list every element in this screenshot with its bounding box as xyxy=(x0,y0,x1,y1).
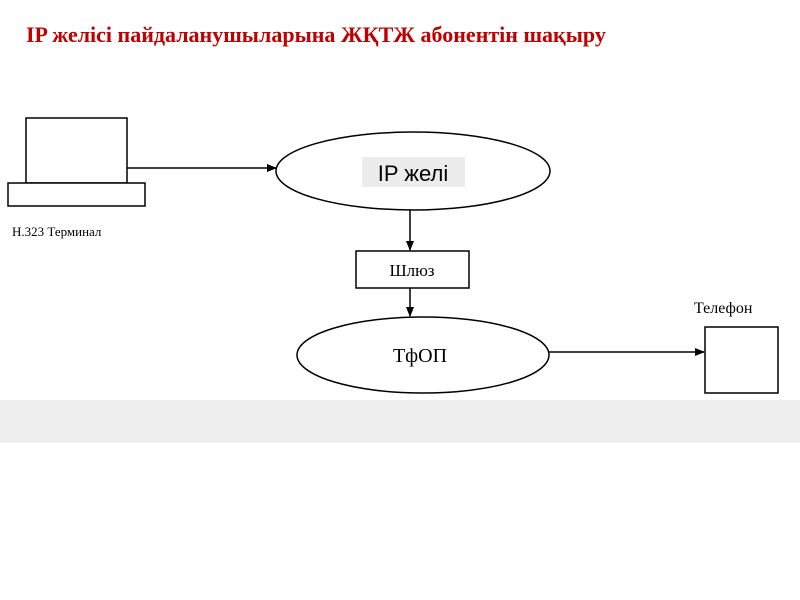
terminal-monitor xyxy=(25,117,128,184)
pstn-node xyxy=(296,316,550,394)
terminal-icon xyxy=(7,117,146,207)
pstn-label: ТфОП xyxy=(393,345,447,367)
telephone-node xyxy=(704,326,779,394)
terminal-base xyxy=(7,182,146,207)
telephone-label: Телефон xyxy=(694,300,753,317)
diagram-background-strip xyxy=(0,400,800,443)
terminal-label: Н.323 Терминал xyxy=(12,224,102,239)
slide-title: IP желісі пайдаланушыларына ЖҚТЖ абонент… xyxy=(26,22,606,47)
gateway-node xyxy=(355,250,470,289)
gateway-label: Шлюз xyxy=(389,261,434,280)
ip-network-label: IP желі xyxy=(378,161,448,186)
ip-network-label-bg xyxy=(362,157,465,187)
